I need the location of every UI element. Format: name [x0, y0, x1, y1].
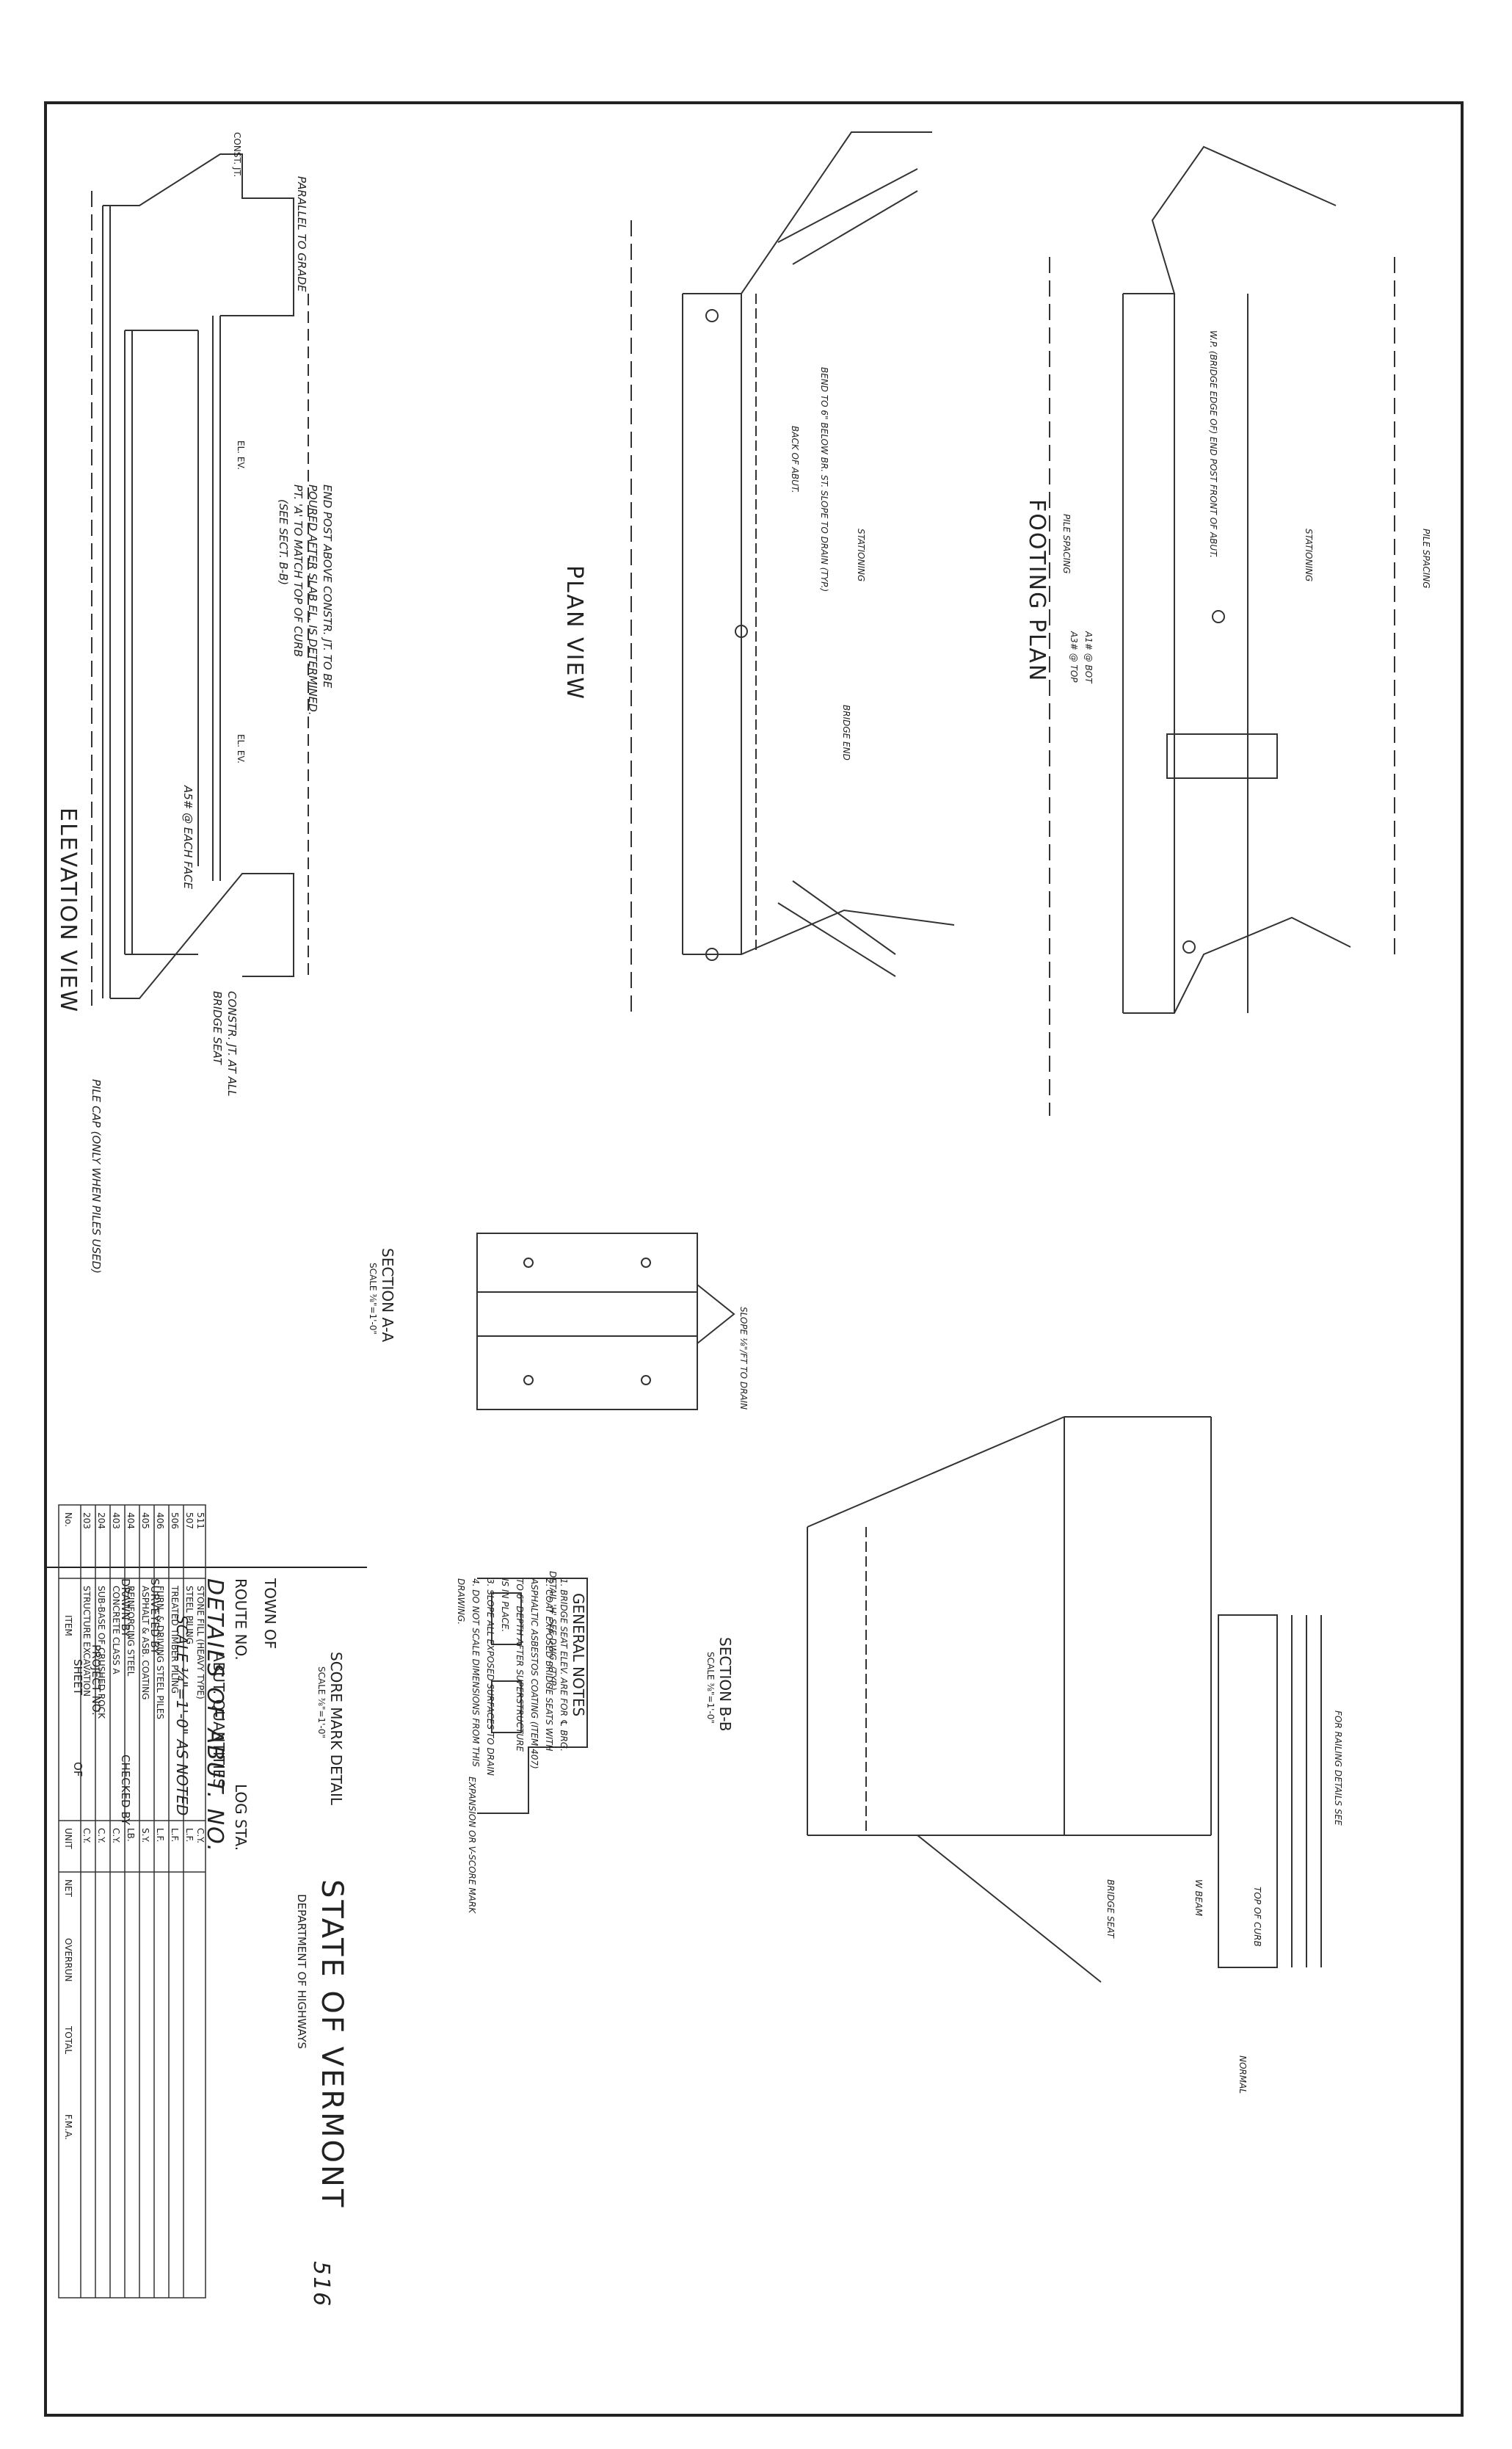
quantities-table-grid	[58, 1504, 206, 2299]
stationing-label-footing: STATIONING	[1304, 529, 1314, 582]
surveyed-by-label: SURVEYED BY	[148, 1578, 161, 1655]
table-header-unit: UNIT	[63, 1828, 73, 1849]
constr-jt-bridge-seat-2: BRIDGE SEAT	[211, 991, 224, 1064]
pile-spacing-label-right: PILE SPACING	[1421, 529, 1431, 589]
pile-spacing-label: PILE SPACING	[1061, 514, 1072, 574]
note-2: 2. COAT EXPOSED BRIDGE SEATS WITH	[544, 1578, 554, 1752]
score-mark-scale: SCALE ⅜"=1'-0"	[316, 1666, 327, 1738]
each-face-label: A5# @ EACH FACE	[181, 786, 195, 890]
table-row-2-unit: C.Y.	[96, 1828, 106, 1843]
note-6: 3. SLOPE ALL EXPOSED SURFACES TO DRAIN	[485, 1578, 495, 1776]
table-row-8-no: 507	[184, 1512, 195, 1529]
constr-jt-bridge-seat-1: CONSTR. JT. AT ALL	[225, 991, 239, 1097]
w-beam-label: W BEAM	[1193, 1879, 1204, 1917]
route-no-label: ROUTE NO.	[232, 1578, 250, 1661]
log-sta-label: LOG STA.	[232, 1784, 250, 1851]
section-aa-scale: SCALE ⅜"=1'-0"	[368, 1263, 378, 1335]
table-row-6-unit: L.F.	[155, 1828, 165, 1843]
slope-drain-label: SLOPE ⅛"/FT TO DRAIN	[738, 1307, 749, 1410]
footing-plan-title: FOOTING PLAN	[1024, 499, 1050, 683]
back-of-abut-label: BACK OF ABUT.	[790, 426, 800, 493]
checked-by-label: CHECKED BY	[119, 1755, 132, 1825]
table-row-5-unit: S.Y.	[140, 1828, 150, 1843]
note-4: TO 6" DEPTH AFTER SUPERSTRUCTURE	[515, 1578, 525, 1752]
sheet-border	[44, 101, 1464, 2417]
project-no-label: PROJECT NO.	[90, 1644, 103, 1716]
const-jt-label: CONST. JT.	[232, 132, 242, 178]
end-post-note-1: END POST ABOVE CONSTR. JT. TO BE	[321, 485, 334, 689]
table-row-3-no: 403	[111, 1512, 121, 1529]
section-bb-title: SECTION B-B	[716, 1637, 734, 1732]
plan-view	[630, 131, 955, 1013]
note-8: DRAWING.	[456, 1578, 466, 1625]
elev-label-2: EL. EV.	[236, 734, 246, 763]
pile-cap-note: PILE CAP (ONLY WHEN PILES USED)	[90, 1079, 103, 1274]
table-row-2-no: 204	[96, 1512, 106, 1529]
wp-edge-label: W.P. (BRIDGE EDGE OF) END POST	[1208, 330, 1218, 482]
top-of-curb-label: TOP OF CURB	[1252, 1887, 1262, 1947]
for-railing-label: FOR RAILING DETAILS SEE	[1333, 1710, 1343, 1826]
elev-label-1: EL. EV.	[236, 440, 246, 470]
town-of-label: TOWN OF	[261, 1578, 279, 1650]
table-row-6-no: 406	[155, 1512, 165, 1529]
table-row-4-unit: LB.	[126, 1828, 136, 1842]
end-post-note-4: (SEE SECT. B-B)	[277, 499, 290, 586]
section-aa-title: SECTION A-A	[379, 1248, 396, 1343]
a3-top-label: A3# @ TOP	[1069, 631, 1079, 683]
end-post-note-2: POURED AFTER SLAB EL. IS DETERMINED.	[306, 485, 319, 716]
scale-label: SCALE ¼"=1'-0" AS NOTED	[173, 1615, 191, 1816]
table-row-9-no: 511	[195, 1512, 206, 1529]
drawn-by-label: DRAWN BY	[119, 1578, 132, 1638]
score-mark-title: SCORE MARK DETAIL	[327, 1652, 345, 1806]
section-bb	[807, 1416, 1322, 1983]
plan-view-title: PLAN VIEW	[561, 565, 587, 700]
elevation-title: ELEVATION VIEW	[55, 808, 81, 1014]
general-notes-title: GENERAL NOTES	[570, 1593, 587, 1717]
table-header-item: ITEM	[63, 1615, 73, 1636]
table-row-8-unit: L.F.	[184, 1828, 195, 1843]
bridge-end-label: BRIDGE END	[841, 705, 851, 761]
dept-title: DEPARTMENT OF HIGHWAYS	[295, 1894, 308, 2050]
section-aa	[476, 1233, 735, 1410]
table-row-1-unit: C.Y.	[81, 1828, 92, 1843]
section-bb-scale: SCALE ⅜"=1'-0"	[705, 1652, 716, 1724]
table-row-5-no: 405	[140, 1512, 150, 1529]
note-5: IS IN PLACE.	[500, 1578, 510, 1633]
parallel-grade-label: PARALLEL TO GRADE	[295, 176, 308, 292]
details-label: DETAILS OF ABUT. NO.	[202, 1578, 228, 1853]
note-7: 4. DO NOT SCALE DIMENSIONS FROM THIS	[470, 1578, 481, 1767]
note-1: 1. BRIDGE SEAT ELEV. ARE FOR ℄ BRG.	[559, 1578, 569, 1752]
state-title: STATE OF VERMONT	[315, 1879, 349, 2210]
table-row-1-no: 203	[81, 1512, 92, 1529]
front-of-abut-label: FRONT OF ABUT.	[1208, 485, 1218, 558]
bridge-seat-label: BRIDGE SEAT	[1105, 1879, 1116, 1938]
bend-slope-note: BEND TO 6" BELOW BR. ST. SLOPE TO DRAIN …	[819, 367, 829, 592]
table-header-total: TOTAL	[63, 2026, 73, 2055]
note-3: ASPHALTIC ASBESTOS COATING (ITEM 407)	[529, 1578, 539, 1769]
sheet-label: SHEET	[71, 1659, 84, 1695]
table-row-7-no: 506	[170, 1512, 180, 1529]
table-row-3-unit: C.Y.	[111, 1828, 121, 1843]
table-row-7-unit: L.F.	[170, 1828, 180, 1843]
end-post-note-3: PT. 'A' TO MATCH TOP OF CURB	[291, 485, 305, 657]
table-header-net: NET	[63, 1879, 73, 1897]
table-header-fma: F.M.A.	[63, 2114, 73, 2140]
stationing-label-plan: STATIONING	[856, 529, 866, 582]
sheet-number: 516	[308, 2261, 334, 2308]
normal-label: NORMAL	[1237, 2056, 1248, 2094]
footing-plan	[1049, 145, 1395, 1116]
elevation-view	[91, 153, 309, 1013]
table-header-overrun: OVERRUN	[63, 1938, 73, 1982]
expansion-mark-label: EXPANSION OR V-SCORE MARK	[467, 1777, 477, 1914]
table-header-no: No.	[63, 1512, 73, 1527]
score-mark-detail	[477, 1578, 588, 1814]
of-label: OF	[71, 1762, 84, 1777]
a1-bot-label: A1# @ BOT	[1083, 631, 1094, 683]
table-row-4-no: 404	[126, 1512, 136, 1529]
